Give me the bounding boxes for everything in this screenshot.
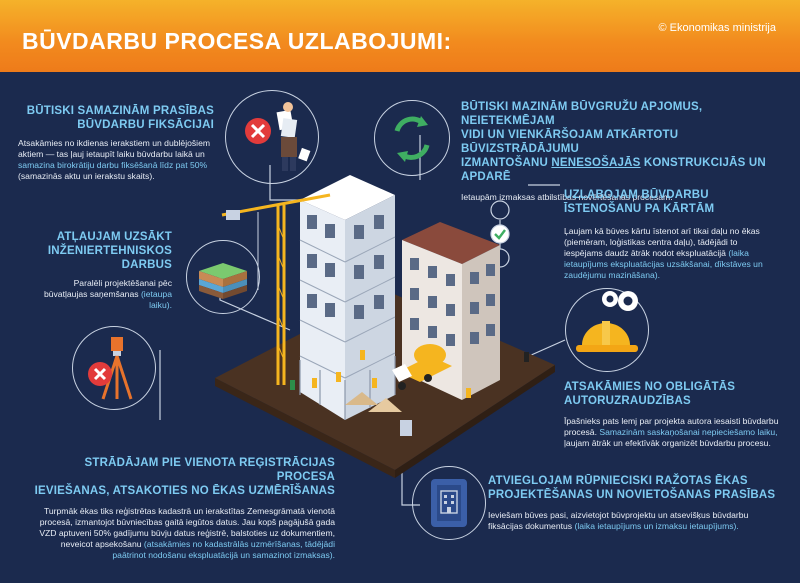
section-industrial-buildings: ATVIEGLOJAM RŪPNIECISKI RAŽOTAS ĒKAS PRO… <box>488 474 784 532</box>
no-paperwork-icon <box>225 90 319 184</box>
header-banner: BŪVDARBU PROCESA UZLABOJUMI: © Ekonomika… <box>0 0 800 72</box>
section-heading: STRĀDĀJAM PIE VIENOTA REĢISTRĀCIJAS PROC… <box>34 457 335 497</box>
section-heading: ATVIEGLOJAM RŪPNIECISKI RAŽOTAS ĒKAS PRO… <box>488 475 776 501</box>
section-text: Īpašnieks pats lemj par projekta autora … <box>564 416 779 448</box>
section-heading: UZLABOJAM BŪVDARBU ĪSTENOŠANU PA KĀRTĀM <box>564 189 715 215</box>
surveying-tripod-no-icon <box>72 326 156 410</box>
section-heading: ATSAKĀMIES NO OBLIGĀTĀS AUTORUZRAUDZĪBAS <box>564 381 736 407</box>
section-text: Atsakāmies no ikdienas ierakstiem un dub… <box>18 138 211 181</box>
section-text: Ietaupām izmaksas atbilstības novērtēšan… <box>461 192 673 202</box>
section-text: Paralēli projektēšanai pēc būvatļaujas s… <box>43 278 172 310</box>
section-text: Ļaujam kā būves kārtu īstenot arī tikai … <box>564 226 763 280</box>
section-unified-registration: STRĀDĀJAM PIE VIENOTA REĢISTRĀCIJAS PROC… <box>30 456 335 561</box>
section-phased-construction: UZLABOJAM BŪVDARBU ĪSTENOŠANU PA KĀRTĀM … <box>564 188 778 281</box>
section-heading: ATĻAUJAM UZSĀKT INŽENIERTEHNISKOS DARBUS <box>47 231 172 271</box>
section-heading: BŪTISKI SAMAZINĀM PRASĪBAS BŪVDARBU FIKS… <box>26 105 214 131</box>
hard-hat-gears-icon <box>565 288 649 372</box>
section-heading: BŪTISKI MAZINĀM BŪVGRUŽU APJOMUS, NEIETE… <box>461 101 766 183</box>
section-text: Ieviešam būves pasi, aizvietojot būvproj… <box>488 510 749 531</box>
credit-label: © Ekonomikas ministrija <box>658 22 776 34</box>
section-author-supervision: ATSAKĀMIES NO OBLIGĀTĀS AUTORUZRAUDZĪBAS… <box>564 380 786 449</box>
section-reduce-fixation: BŪTISKI SAMAZINĀM PRASĪBAS BŪVDARBU FIKS… <box>18 104 214 182</box>
recycle-icon <box>374 100 450 176</box>
section-reduce-waste: BŪTISKI MAZINĀM BŪVGRUŽU APJOMUS, NEIETE… <box>461 100 781 203</box>
page-title: BŪVDARBU PROCESA UZLABOJUMI: <box>22 28 452 54</box>
soil-layers-icon <box>186 240 260 314</box>
section-engineering-works: ATĻAUJAM UZSĀKT INŽENIERTEHNISKOS DARBUS… <box>40 230 172 311</box>
building-passport-icon <box>412 466 486 540</box>
section-text: Turpmāk ēkas tiks reģistrētas kadastrā u… <box>39 506 335 560</box>
